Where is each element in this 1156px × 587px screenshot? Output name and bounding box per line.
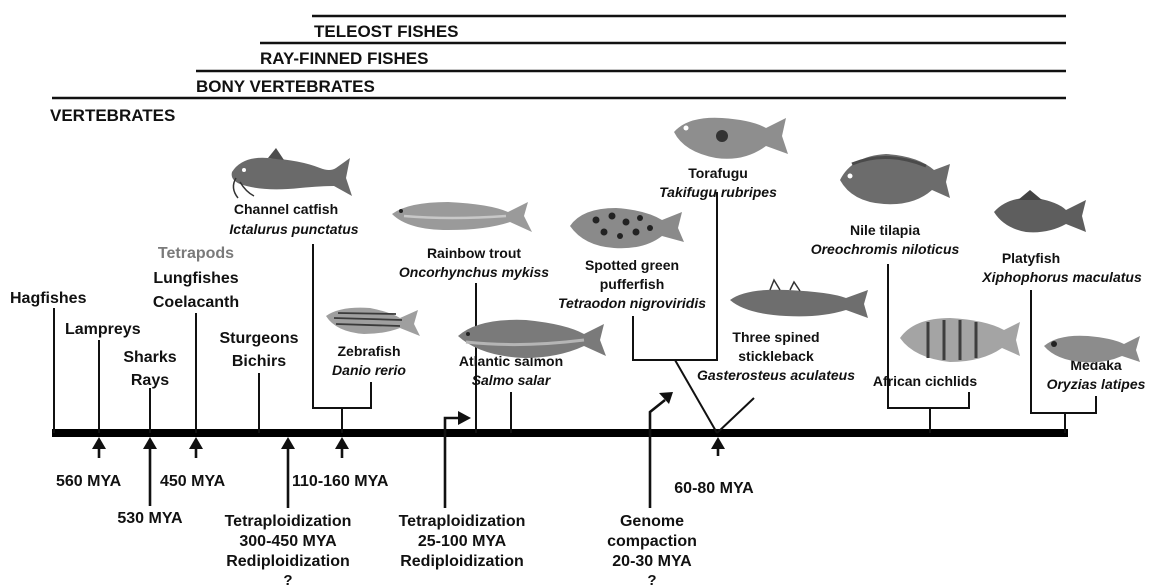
arrow-560 bbox=[92, 437, 106, 458]
fish-medaka-icon bbox=[1044, 336, 1140, 363]
ray-finned-clade-label: RAY-FINNED FISHES bbox=[260, 49, 428, 68]
fish-trout-icon bbox=[392, 202, 532, 232]
platyfish-common-label: Platyfish bbox=[1002, 250, 1060, 266]
genome-compaction-unknown: ? bbox=[647, 572, 656, 587]
bichirs-label: Bichirs bbox=[232, 353, 286, 370]
tetraploidization-1-age: 300-450 MYA bbox=[239, 533, 337, 550]
mya-450-label: 450 MYA bbox=[160, 473, 226, 490]
rediploidization-1-label: Rediploidization bbox=[226, 553, 350, 570]
mya-60-80-label: 60-80 MYA bbox=[674, 480, 754, 497]
arrow-450 bbox=[189, 437, 203, 458]
zebrafish-latin-label: Danio rerio bbox=[332, 362, 406, 378]
fish-platyfish-icon bbox=[994, 190, 1086, 232]
tetraploidization-2-label: Tetraploidization bbox=[399, 513, 526, 530]
cichlids-label: African cichlids bbox=[873, 373, 977, 389]
medaka-latin-label: Oryzias latipes bbox=[1047, 376, 1146, 392]
sharks-label: Sharks bbox=[123, 349, 176, 366]
teleost-clade-label: TELEOST FISHES bbox=[314, 22, 459, 41]
arrow-530 bbox=[143, 437, 157, 506]
hagfishes-label: Hagfishes bbox=[10, 290, 87, 307]
mya-530-label: 530 MYA bbox=[117, 510, 183, 527]
genome-compaction-age: 20-30 MYA bbox=[612, 553, 692, 570]
genome-compaction-label-2: compaction bbox=[607, 533, 697, 550]
stickleback-diagonal bbox=[717, 398, 754, 433]
stickleback-common-label-2: stickleback bbox=[738, 348, 814, 364]
tilapia-common-label: Nile tilapia bbox=[850, 222, 920, 238]
vertebrates-clade-label: VERTEBRATES bbox=[50, 106, 175, 125]
platyfish-latin-label: Xiphophorus maculatus bbox=[981, 269, 1142, 285]
arrow-tetraploidization-2 bbox=[445, 411, 471, 508]
coelacanth-label: Coelacanth bbox=[153, 294, 239, 311]
torafugu-common-label: Torafugu bbox=[688, 165, 748, 181]
mya-560-label: 560 MYA bbox=[56, 473, 122, 490]
tetraploidization-1-label: Tetraploidization bbox=[225, 513, 352, 530]
lampreys-label: Lampreys bbox=[65, 321, 141, 338]
rediploidization-1-unknown: ? bbox=[283, 572, 292, 587]
mya-110-160-label: 110-160 MYA bbox=[292, 473, 389, 490]
catfish-latin-label: Ictalurus punctatus bbox=[229, 221, 358, 237]
fish-catfish-icon bbox=[232, 148, 352, 198]
lungfishes-label: Lungfishes bbox=[153, 270, 238, 287]
catfish-common-label: Channel catfish bbox=[234, 201, 338, 217]
pufferfish-common-label-2: pufferfish bbox=[600, 276, 665, 292]
fish-zebrafish-icon bbox=[326, 308, 420, 336]
pufferfish-common-label-1: Spotted green bbox=[585, 257, 679, 273]
pufferfish-latin-label: Tetraodon nigroviridis bbox=[558, 295, 706, 311]
zebrafish-common-label: Zebrafish bbox=[337, 343, 400, 359]
stickleback-common-label-1: Three spined bbox=[732, 329, 819, 345]
genome-compaction-label-1: Genome bbox=[620, 513, 684, 530]
torafugu-latin-label: Takifugu rubripes bbox=[659, 184, 777, 200]
fish-tilapia-icon bbox=[840, 154, 950, 204]
fish-torafugu-icon bbox=[674, 118, 788, 159]
rediploidization-2-label: Rediploidization bbox=[400, 553, 524, 570]
trout-common-label: Rainbow trout bbox=[427, 245, 521, 261]
tetrapods-label: Tetrapods bbox=[158, 245, 234, 262]
arrow-genome-compaction bbox=[650, 392, 673, 508]
bony-clade-label: BONY VERTEBRATES bbox=[196, 77, 375, 96]
trout-latin-label: Oncorhynchus mykiss bbox=[399, 264, 549, 280]
fish-stickleback-icon bbox=[730, 280, 868, 318]
arrow-60-80 bbox=[711, 437, 725, 456]
sturgeons-label: Sturgeons bbox=[219, 330, 298, 347]
tilapia-latin-label: Oreochromis niloticus bbox=[811, 241, 960, 257]
stickleback-latin-label: Gasterosteus aculateus bbox=[697, 367, 855, 383]
fish-cichlid-icon bbox=[900, 318, 1020, 362]
salmon-latin-label: Salmo salar bbox=[472, 372, 552, 388]
tetraploidization-2-age: 25-100 MYA bbox=[418, 533, 507, 550]
fish-pufferfish-icon bbox=[570, 208, 684, 248]
arrow-110-160 bbox=[335, 437, 349, 458]
rays-label: Rays bbox=[131, 372, 169, 389]
